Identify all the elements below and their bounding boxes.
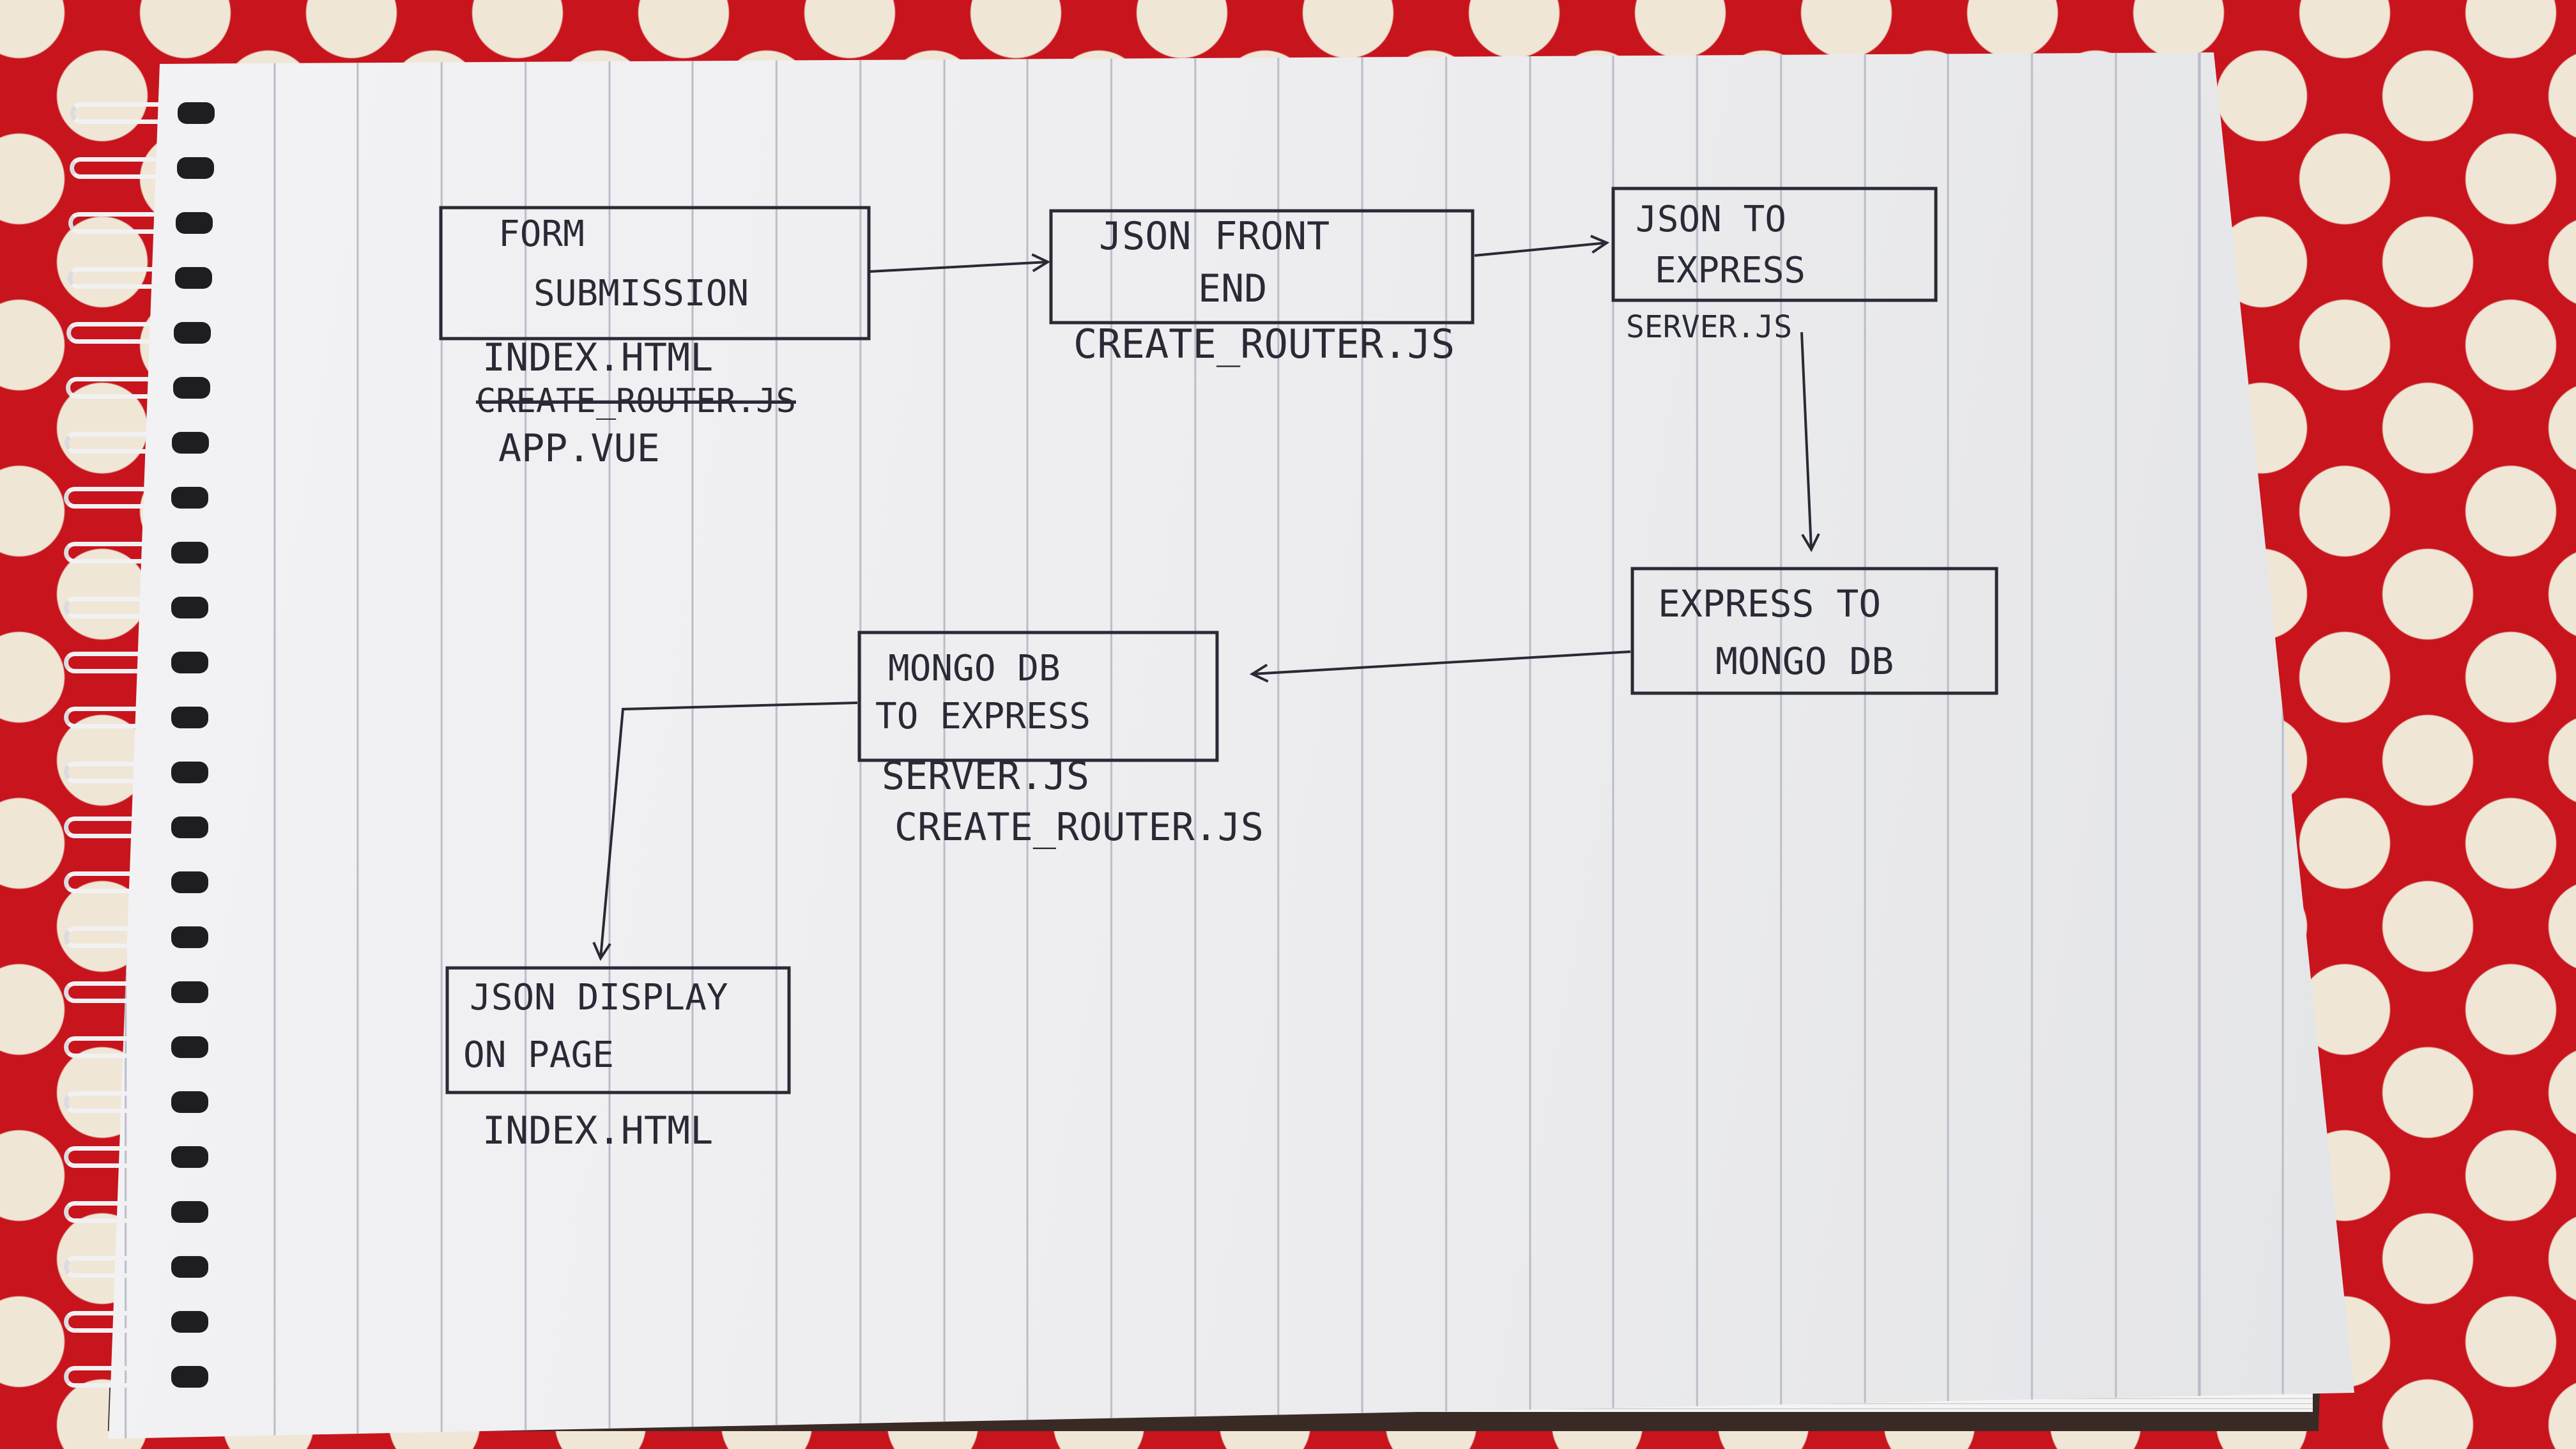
spiral-ring [43,206,215,240]
node-box-form [439,206,871,341]
spiral-ring [44,151,217,185]
node-label-json-display-2: ON PAGE [463,1034,614,1076]
node-box-json-display [445,966,791,1094]
spiral-ring [38,755,211,790]
node-label-json-express-1: JSON TO [1636,199,1786,240]
spiral-ring [38,975,211,1009]
edge-mongo-express-to-json-display [601,702,858,958]
spiral-ring [38,1250,211,1284]
node-label-form-2: SUBMISSION [533,273,749,314]
node-file-json-front-1: CREATE_ROUTER.JS [1073,321,1455,367]
spiral-ring [38,700,211,735]
spiral-ring [38,590,211,625]
spiral-ring [45,96,217,130]
node-box-express-mongo [1630,567,1998,695]
node-file-form-2: CREATE_ROUTER.JS [476,382,796,420]
node-label-json-front-2: END [1198,266,1267,311]
node-box-json-express [1611,187,1938,302]
edge-json-express-to-express-mongo [1800,332,1811,549]
spiral-ring [38,535,211,570]
spiral-ring [42,261,215,295]
node-label-json-display-1: JSON DISPLAY [470,977,728,1018]
edge-express-mongo-to-mongo-express [1252,650,1631,674]
edge-json-front-to-json-express [1474,243,1607,257]
spiral-ring [39,425,211,460]
spiral-ring [38,1195,211,1229]
spiral-binding [38,96,230,1438]
spiral-ring [38,1085,211,1119]
spiral-ring [38,810,211,845]
node-file-mongo-express-2: CREATE_ROUTER.JS [894,805,1264,850]
spiral-ring [38,1360,211,1394]
node-box-json-front [1049,209,1475,325]
node-label-mongo-express-1: MONGO DB [888,648,1061,689]
node-file-form-1: INDEX.HTML [482,335,713,380]
node-file-mongo-express-1: SERVER.JS [882,754,1089,799]
spiral-ring [38,1140,211,1174]
spiral-ring [38,1305,211,1339]
node-file-form-3: APP.VUE [498,426,660,471]
spiral-ring [38,480,211,515]
node-label-mongo-express-2: TO EXPRESS [875,696,1091,737]
node-label-json-express-2: EXPRESS [1655,250,1805,291]
node-label-json-front-1: JSON FRONT [1099,214,1330,259]
node-label-express-mongo-1: EXPRESS TO [1658,582,1881,625]
node-box-mongo-express [857,631,1219,762]
spiral-ring [41,316,213,350]
spiral-ring [38,920,211,954]
spiral-ring [38,645,211,680]
node-file-json-express-1: SERVER.JS [1626,309,1792,345]
spiral-ring [40,371,213,405]
node-label-form-1: FORM [498,213,585,255]
edge-form-to-json-front [870,262,1048,273]
node-label-express-mongo-2: MONGO DB [1715,640,1894,683]
node-file-json-display-1: INDEX.HTML [482,1108,713,1153]
spiral-ring [38,1030,211,1064]
spiral-ring [38,865,211,900]
